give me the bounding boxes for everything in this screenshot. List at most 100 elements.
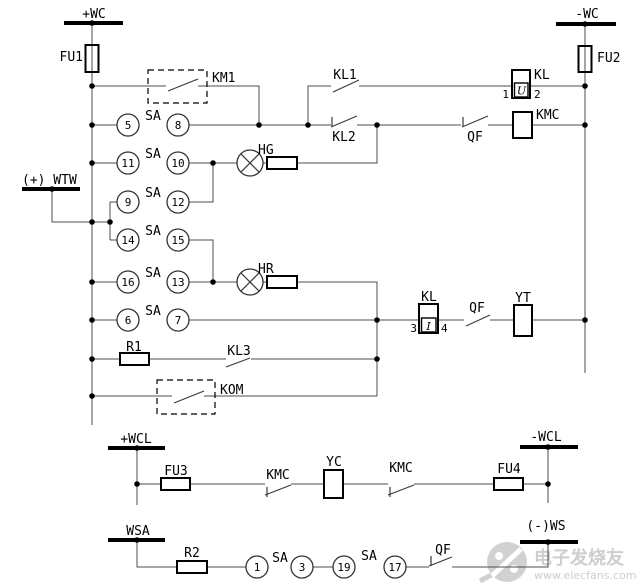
kmc-coil-box (512, 111, 533, 139)
sa-number: 5 (125, 119, 132, 132)
kl-contact-element-symbol: I (425, 320, 431, 333)
sa-terminal-13 (166, 270, 190, 294)
yt-coil-box (513, 304, 533, 337)
label-hg: HG (258, 143, 274, 158)
label-sa: SA (145, 224, 161, 239)
sa-number: 12 (171, 196, 184, 209)
label-km1: KM1 (212, 71, 235, 86)
km1-dashed-box (147, 69, 208, 104)
sa-terminal-10 (166, 151, 190, 175)
sa-number: 13 (171, 276, 184, 289)
label-sa: SA (145, 266, 161, 281)
sa-terminal-numbers: 5 8 11 10 9 12 14 15 16 13 6 7 1 3 19 17 (121, 119, 401, 574)
label-kmc-coil: KMC (536, 108, 559, 123)
sa-terminal-12 (166, 190, 190, 214)
label-fu1: FU1 (60, 50, 83, 65)
label-sa: SA (145, 186, 161, 201)
lamp-hr (236, 268, 264, 296)
kl-terminal-2: 2 (534, 88, 541, 101)
sa-number: 19 (337, 561, 350, 574)
sa-number: 9 (125, 196, 132, 209)
fuse-fu3 (160, 477, 191, 491)
label-fu3: FU3 (164, 464, 187, 479)
label-r1: R1 (126, 340, 142, 355)
sa-terminal-19 (332, 555, 356, 579)
label-wc-negative: -WC (575, 7, 598, 22)
kom-dashed-box (156, 379, 216, 415)
sa-number: 15 (171, 234, 184, 247)
label-fu2: FU2 (597, 51, 620, 66)
watermark: 电子发烧友 www.elecfans.com (478, 542, 636, 584)
label-kom: KOM (220, 383, 244, 398)
label-yt: YT (515, 291, 531, 306)
watermark-logo-slash (490, 547, 523, 578)
kl-coil-box (511, 69, 531, 99)
sa-terminal-8 (166, 113, 190, 137)
sa-terminal-14 (116, 228, 140, 252)
label-r2: R2 (184, 546, 200, 561)
resistor-r1 (119, 352, 150, 366)
sa-number: 6 (125, 314, 132, 327)
lamp-hr-cross-icon (240, 272, 260, 292)
kl-contact-box (418, 303, 439, 334)
label-wtw: (+) WTW (22, 173, 77, 188)
contact-marks (167, 78, 491, 567)
kl-relay-contact: I 3 4 (410, 303, 448, 335)
label-fu4: FU4 (497, 462, 521, 477)
sa-number: 11 (121, 157, 134, 170)
label-sa: SA (145, 304, 161, 319)
watermark-site-text: www.elecfans.com (534, 569, 636, 582)
resistor-hr-series (266, 275, 298, 289)
label-kl-coil: KL (534, 68, 550, 83)
label-kmc-contact: KMC (389, 461, 412, 476)
sa-terminal-15 (166, 228, 190, 252)
fuse-fu1 (84, 44, 100, 73)
wire-network (51, 23, 586, 568)
label-wc-positive: +WC (82, 7, 105, 22)
sa-number: 17 (388, 561, 401, 574)
kl-terminal-1: 1 (502, 88, 509, 101)
sa-number: 14 (121, 234, 135, 247)
label-qf: QF (435, 543, 451, 558)
watermark-logo-dot (510, 565, 518, 573)
sa-terminal-11 (116, 151, 140, 175)
label-sa: SA (272, 551, 288, 566)
label-wcl-positive: +WCL (120, 432, 151, 447)
sa-terminal-17 (383, 555, 407, 579)
label-ws-negative: (-)WS (526, 519, 565, 534)
sa-terminal-16 (116, 270, 140, 294)
sa-number: 10 (171, 157, 184, 170)
label-kl2: KL2 (332, 130, 355, 145)
label-wsa: WSA (126, 524, 150, 539)
label-kl3: KL3 (227, 344, 250, 359)
resistor-hg-series (266, 156, 298, 170)
label-sa: SA (145, 147, 161, 162)
label-kl-contact: KL (421, 290, 437, 305)
lamp-hg-cross-icon (240, 153, 260, 173)
kl-coil-element-box (513, 82, 529, 98)
sa-terminal-5 (116, 113, 140, 137)
sa-number: 7 (175, 314, 182, 327)
resistor-r2 (176, 560, 208, 574)
watermark-logo-dot (495, 552, 503, 560)
kl-relay-coil: U 1 2 (502, 69, 541, 101)
label-qf: QF (469, 301, 485, 316)
kl-terminal-3: 3 (410, 322, 417, 335)
label-kmc-contact: KMC (266, 468, 289, 483)
label-yc: YC (326, 455, 342, 470)
watermark-brand-text: 电子发烧友 (534, 547, 624, 569)
label-hr: HR (258, 262, 274, 277)
label-sa: SA (361, 549, 377, 564)
label-sa: SA (145, 109, 161, 124)
fuse-fu4 (493, 477, 524, 491)
sa-number: 8 (175, 119, 182, 132)
sa-terminal-9 (116, 190, 140, 214)
sa-terminal-3 (290, 555, 314, 579)
label-qf: QF (467, 130, 483, 145)
sa-terminal-1 (245, 555, 269, 579)
sa-number: 3 (299, 561, 306, 574)
labels: +WC -WC FU1 FU2 KM1 KL 1 KL SA SA SA SA S… (22, 7, 620, 566)
sa-switch-terminals (116, 113, 407, 579)
watermark-logo-tail (478, 571, 495, 584)
